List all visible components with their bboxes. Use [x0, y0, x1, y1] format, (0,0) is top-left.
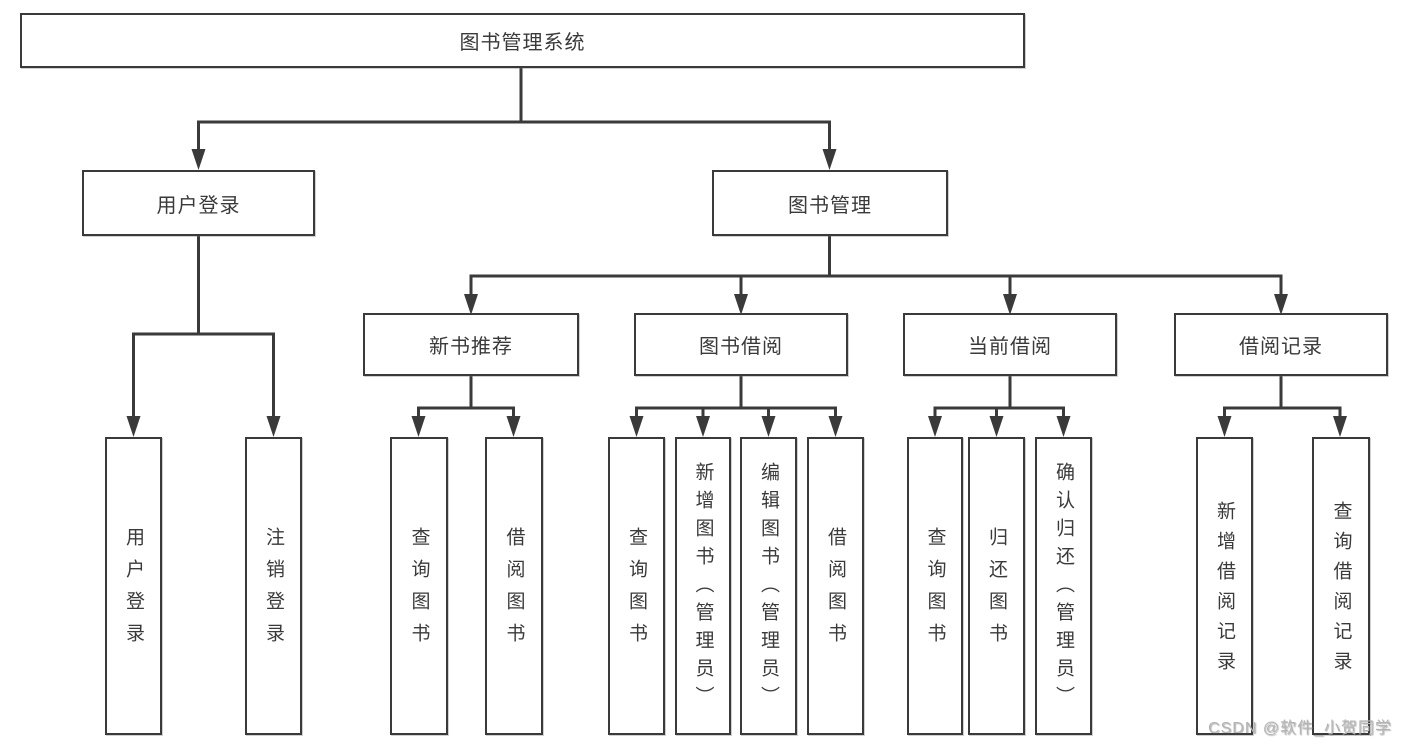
node-book-management: 图书管理: [712, 170, 948, 236]
leaf-borrow-books-borrowing: 借阅图书: [807, 437, 864, 735]
leaf-query-books-recommend: 查询图书: [390, 437, 448, 735]
leaf-return-books: 归还图书: [968, 437, 1025, 735]
node-new-book-recommendation: 新书推荐: [363, 313, 579, 376]
node-current-borrowing: 当前借阅: [903, 313, 1117, 376]
leaf-query-books-borrowing: 查询图书: [608, 437, 665, 735]
leaf-add-borrow-record: 新增借阅记录: [1196, 437, 1253, 735]
node-book-borrowing: 图书借阅: [634, 313, 848, 376]
leaf-query-books-current: 查询图书: [907, 437, 963, 735]
leaf-query-borrow-record: 查询借阅记录: [1312, 437, 1370, 735]
leaf-logout: 注销登录: [245, 437, 302, 735]
node-user-login: 用户登录: [82, 170, 315, 236]
watermark: CSDN @软件_小贺同学: [1208, 720, 1392, 737]
leaf-edit-books-admin: 编辑图书（管理员）: [740, 437, 797, 735]
node-borrow-records: 借阅记录: [1174, 313, 1388, 376]
leaf-add-books-admin: 新增图书（管理员）: [675, 437, 731, 735]
node-library-system: 图书管理系统: [20, 13, 1025, 68]
leaf-user-login: 用户登录: [105, 437, 162, 735]
leaf-confirm-return-admin: 确认归还（管理员）: [1035, 437, 1092, 735]
leaf-borrow-books-recommend: 借阅图书: [485, 437, 543, 735]
